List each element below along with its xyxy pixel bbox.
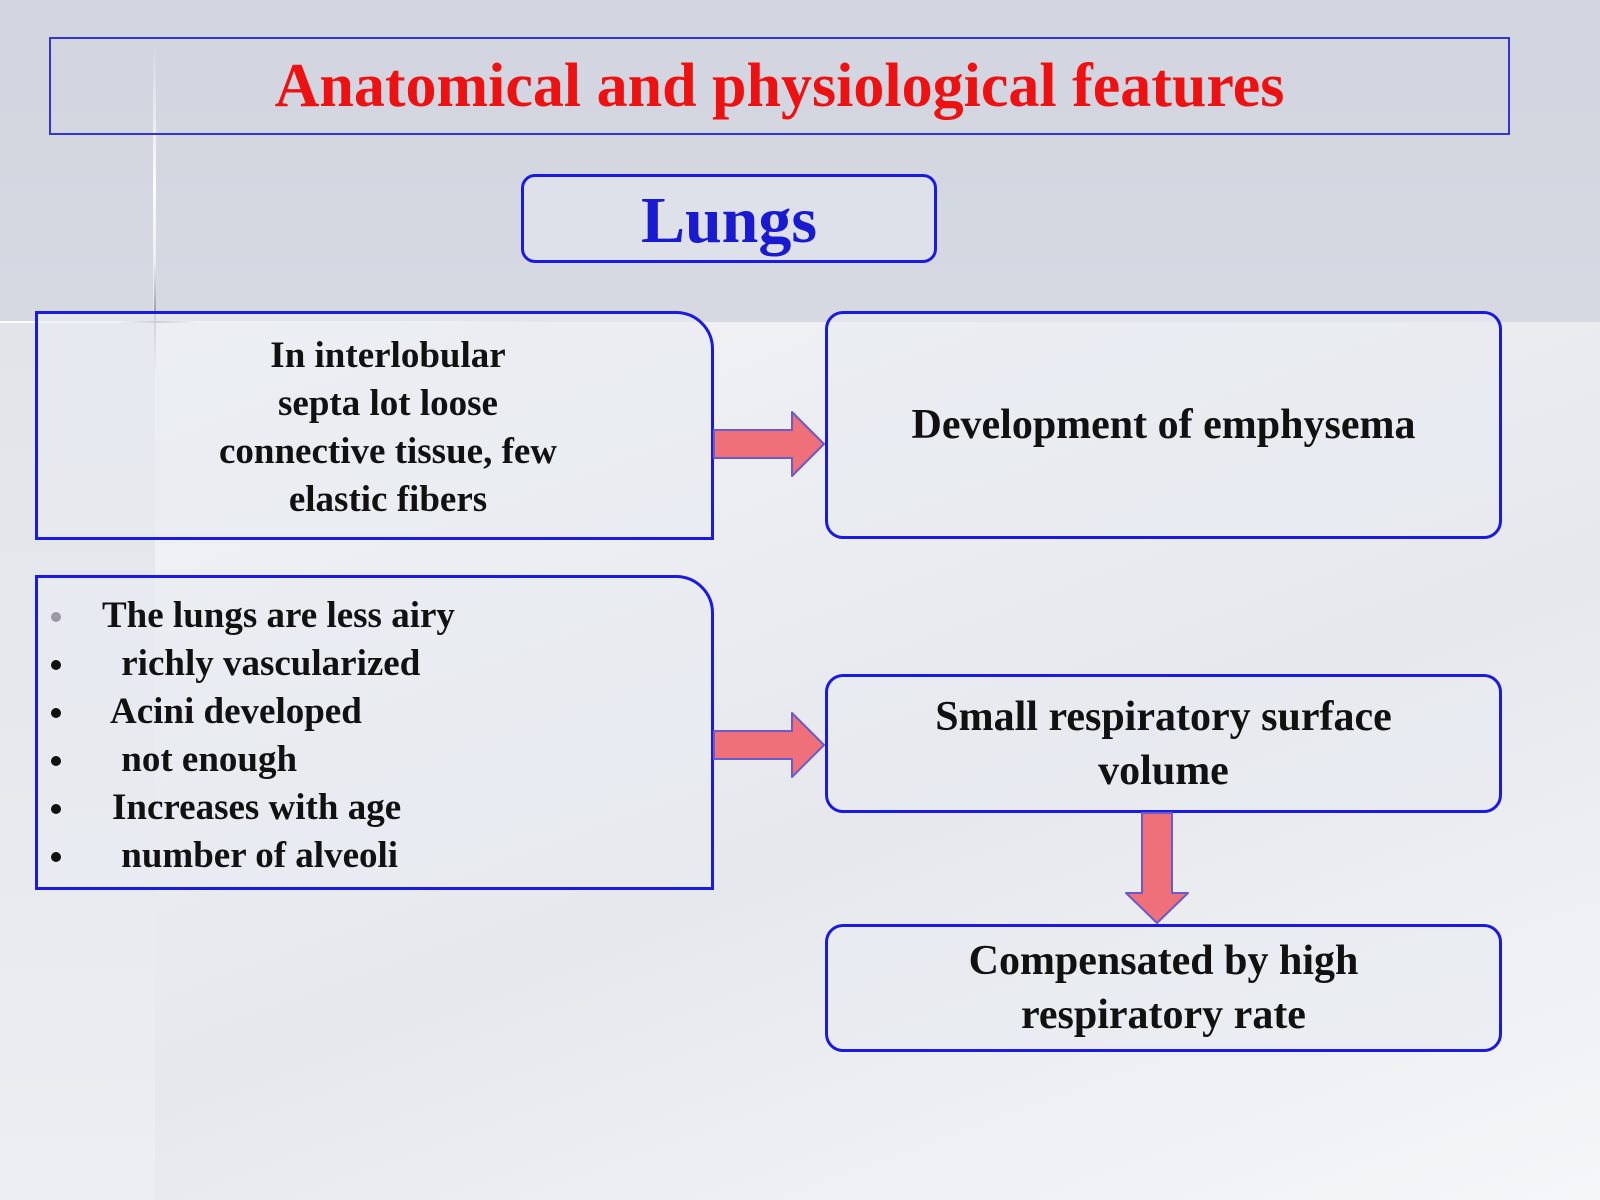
bullet-icon (51, 804, 61, 814)
list-item-text: The lungs are less airy (102, 595, 455, 636)
text-line: septa lot loose (278, 383, 498, 424)
text-line: Compensated by high (968, 938, 1359, 984)
text-line: Small respiratory surface (935, 693, 1392, 740)
text-line: respiratory rate (1021, 992, 1306, 1038)
bullet-icon (51, 852, 61, 862)
node-lung-features-list: The lungs are less airy richly vasculari… (35, 575, 714, 890)
arrow-down-icon (1125, 812, 1189, 924)
list-item-text: not enough (112, 739, 298, 780)
background-decorative-line (153, 40, 156, 370)
topic-box: Lungs (521, 174, 937, 263)
list-item: not enough (38, 736, 711, 784)
bullet-icon (51, 708, 61, 718)
list-item: richly vascularized (38, 640, 711, 688)
node-emphysema: Development of emphysema (825, 311, 1502, 539)
arrow-right-icon (713, 712, 825, 778)
arrow-right-icon (713, 411, 825, 477)
bullet-list: The lungs are less airy richly vasculari… (38, 592, 711, 880)
bullet-icon (51, 756, 61, 766)
text-line: In interlobular (270, 335, 506, 376)
text-line: elastic fibers (288, 479, 488, 520)
list-item: number of alveoli (38, 832, 711, 880)
topic-label: Lungs (640, 183, 818, 257)
background-top-band (0, 0, 1600, 322)
node-interlobular-septa: In interlobular septa lot loose connecti… (35, 311, 714, 540)
text-line: connective tissue, few (218, 431, 558, 472)
slide-title: Anatomical and physiological features (274, 52, 1285, 120)
list-item-text: Acini developed (110, 691, 362, 732)
list-item: Increases with age (38, 784, 711, 832)
list-item-text: richly vascularized (112, 643, 421, 684)
bullet-icon (51, 612, 61, 622)
list-item-text: Increases with age (112, 787, 402, 828)
node-compensated-by-rate-text: Compensated by high respiratory rate (969, 934, 1359, 1042)
list-item: The lungs are less airy (38, 592, 711, 640)
slide-title-box: Anatomical and physiological features (49, 37, 1510, 135)
node-interlobular-septa-text: In interlobular septa lot loose connecti… (68, 332, 708, 524)
list-item: Acini developed (38, 688, 711, 736)
list-item-text: number of alveoli (112, 835, 399, 876)
bullet-icon (51, 660, 61, 670)
node-small-respiratory-surface-text: Small respiratory surface volume (935, 690, 1391, 798)
node-small-respiratory-surface: Small respiratory surface volume (825, 674, 1502, 813)
text-line: volume (1098, 747, 1229, 794)
node-emphysema-text: Development of emphysema (911, 402, 1416, 448)
node-compensated-by-rate: Compensated by high respiratory rate (825, 924, 1502, 1052)
